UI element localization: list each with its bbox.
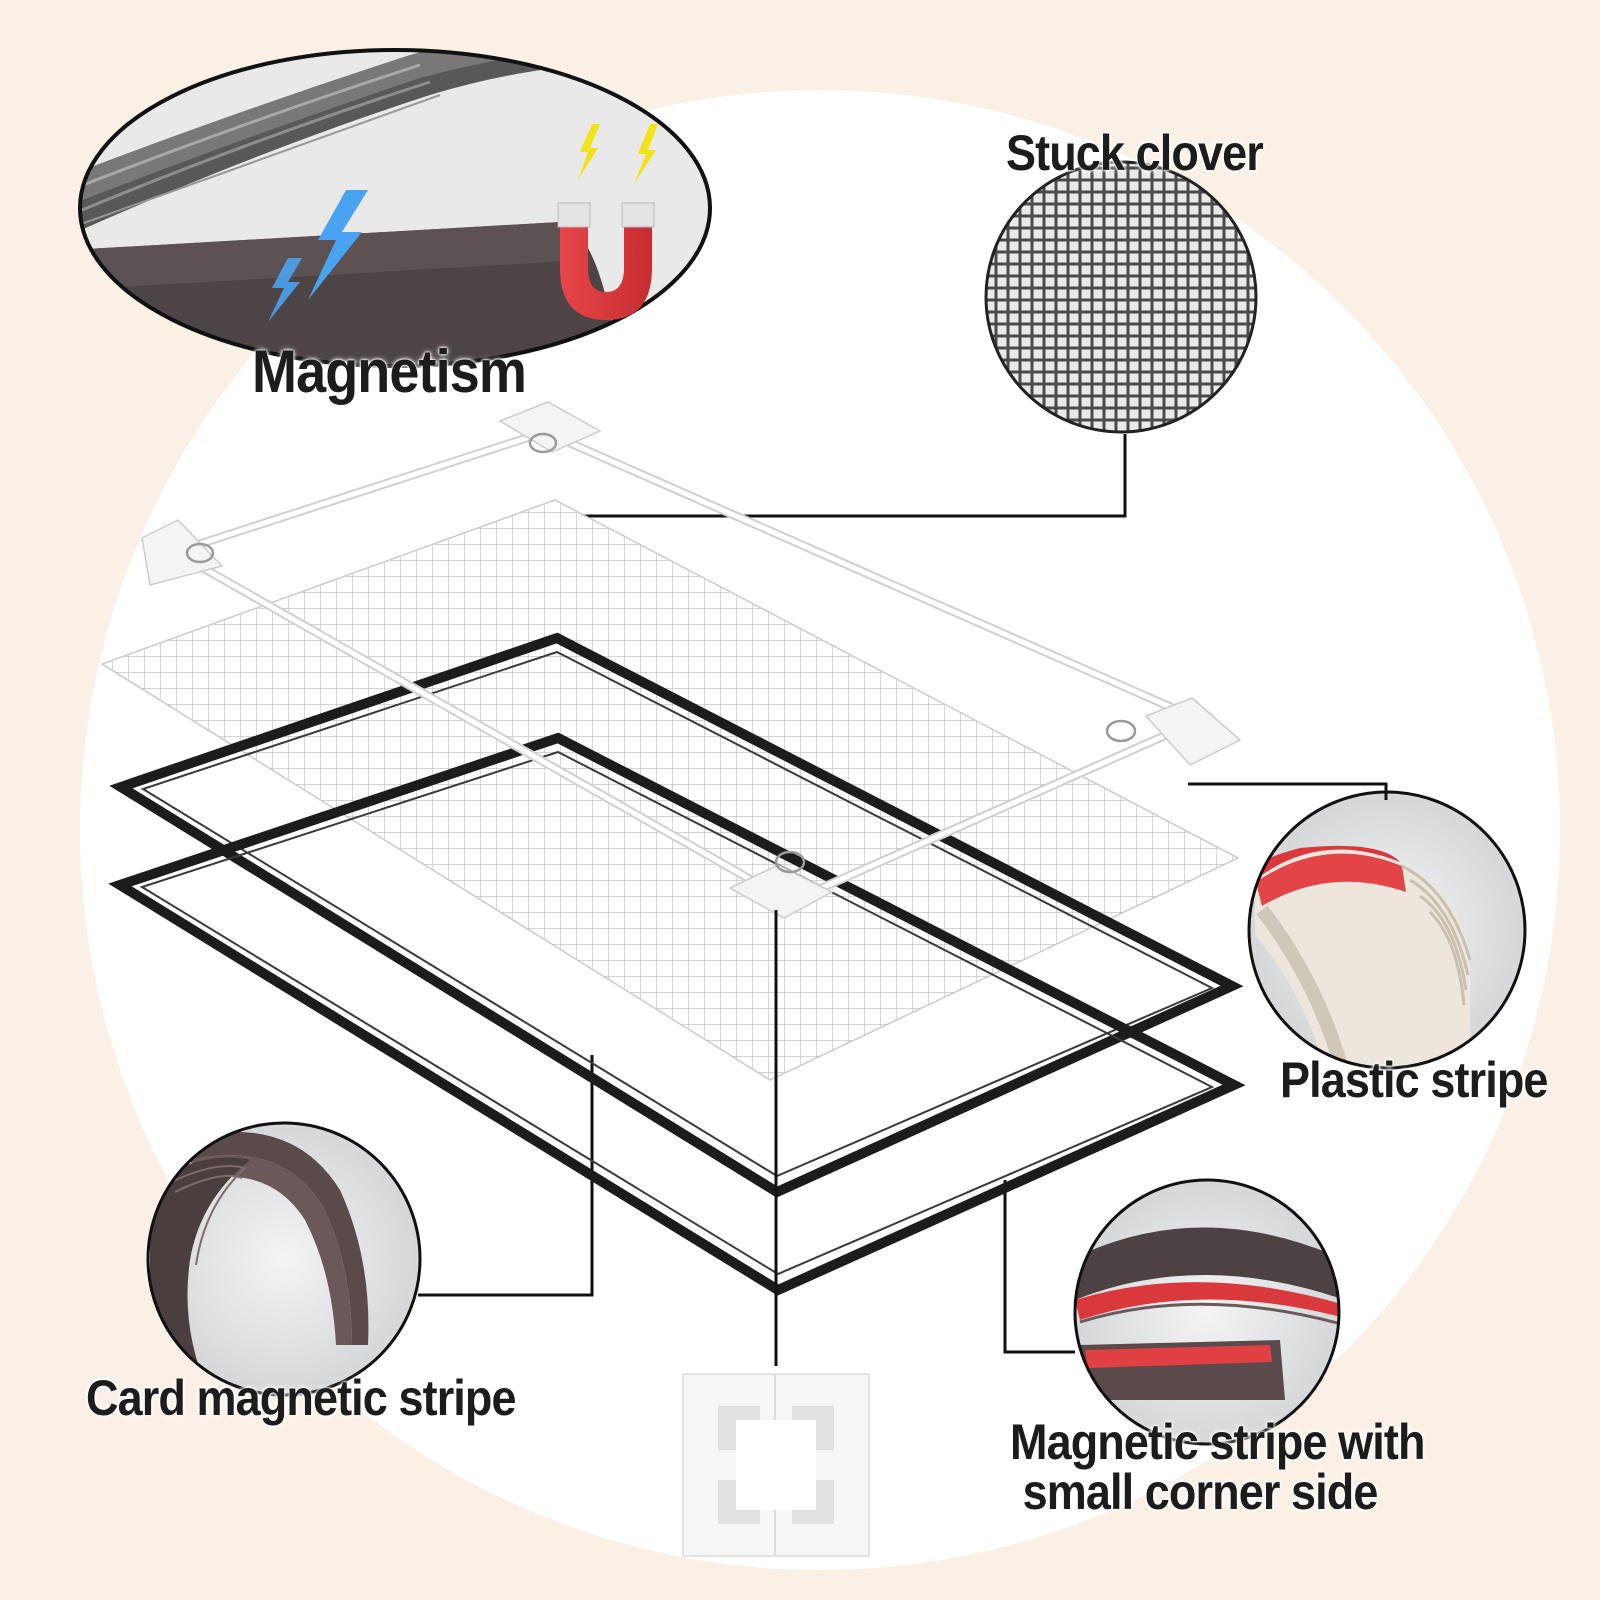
- card-leader-line: [418, 1055, 594, 1297]
- corner-stripe-label-line1: Magnetic stripe with: [1010, 1414, 1425, 1470]
- horseshoe-magnet-icon: [557, 202, 655, 320]
- corner-stripe-label: Magnetic stripe with small corner side: [1010, 1417, 1425, 1517]
- corner-connector-piece: [682, 1373, 870, 1557]
- stuck-clover-label: Stuck clover: [1006, 125, 1264, 181]
- corner-stripe-label-line2: small corner side: [1022, 1464, 1379, 1520]
- corner-stripe-bubble: [1073, 1178, 1341, 1446]
- corner-clip-bottom: [728, 850, 834, 919]
- plastic-stripe-label: Plastic stripe: [1280, 1052, 1548, 1108]
- blue-lightning-icon: [268, 190, 368, 322]
- mesh-bubble: [984, 160, 1258, 434]
- magnetism-label: Magnetism: [252, 338, 527, 405]
- corner-clip-left: [141, 519, 224, 586]
- plastic-leader-line: [1188, 782, 1388, 800]
- magnetic-frame-inner-inner-edge: [139, 750, 1215, 1276]
- plastic-stripe-bubble: [1247, 790, 1527, 1070]
- magnetic-frame-inner: [108, 732, 1246, 1296]
- mesh-leader-line: [580, 434, 1127, 518]
- corner-clip-right: [1105, 697, 1242, 766]
- card-stripe-bubble: [146, 1121, 422, 1397]
- corner-leader-line: [1003, 1180, 1075, 1354]
- yellow-lightning-icon: [578, 124, 658, 184]
- card-magnetic-stripe-label: Card magnetic stripe: [86, 1370, 517, 1426]
- corner-clip-top: [498, 401, 602, 454]
